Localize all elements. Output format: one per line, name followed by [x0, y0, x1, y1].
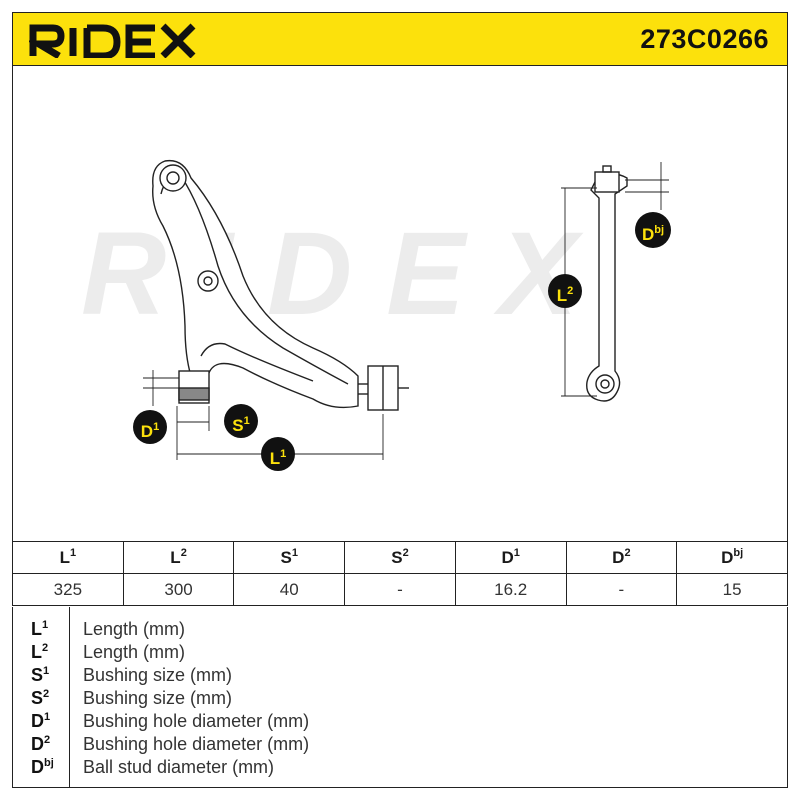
header-l1: L1 [12, 541, 124, 574]
legend-description: Bushing hole diameter (mm) [83, 734, 310, 754]
callout-d1: D1 [133, 410, 167, 444]
legend-description: Ball stud diameter (mm) [83, 757, 275, 777]
callout-s1: S1 [224, 404, 258, 438]
legend-description: Length (mm) [83, 642, 186, 662]
legend-description: Bushing size (mm) [83, 688, 233, 708]
value-l2: 300 [122, 573, 235, 606]
table-row: 325 300 40 - 16.2 - 15 [12, 573, 788, 606]
value-d2: - [565, 573, 678, 606]
header-s2: S2 [344, 541, 456, 574]
callout-dbj: Dbj [635, 212, 671, 248]
legend-item: D2 Bushing hole diameter (mm) [13, 734, 787, 757]
part-number: 273C0266 [640, 24, 769, 54]
legend-description: Length (mm) [83, 619, 186, 639]
legend-item: Dbj Ball stud diameter (mm) [13, 757, 787, 780]
technical-drawing: RIDEX [12, 66, 788, 542]
table-header-row: L1 L2 S1 S2 D1 D2 Dbj [12, 541, 788, 574]
ridex-logo [26, 22, 199, 63]
legend-code: L1 [31, 619, 49, 639]
legend-item: S1 Bushing size (mm) [13, 665, 787, 688]
legend-item: S2 Bushing size (mm) [13, 688, 787, 711]
value-d1: 16.2 [454, 573, 567, 606]
legend-item: D1 Bushing hole diameter (mm) [13, 711, 787, 734]
legend-description: Bushing hole diameter (mm) [83, 711, 310, 731]
value-dbj: 15 [676, 573, 788, 606]
legend-divider [69, 607, 70, 787]
legend-item: L2 Length (mm) [13, 642, 787, 665]
legend-item: L1 Length (mm) [13, 619, 787, 642]
legend-code: Dbj [31, 757, 54, 777]
header-d1: D1 [454, 541, 567, 574]
value-s1: 40 [233, 573, 346, 606]
brand-watermark: RIDEX [81, 208, 612, 340]
legend-code: S2 [31, 688, 50, 708]
control-arm-drawing [143, 159, 669, 460]
legend: L1 Length (mm) L2 Length (mm) S1 Bushing… [12, 607, 788, 788]
callout-l1: L1 [261, 437, 295, 471]
header-s1: S1 [233, 541, 346, 574]
value-s2: - [344, 573, 456, 606]
specification-table: L1 L2 S1 S2 D1 D2 Dbj 325 300 40 - 16.2 … [12, 541, 788, 606]
legend-code: D1 [31, 711, 51, 731]
callout-l2: L2 [548, 274, 582, 308]
header-d2: D2 [565, 541, 678, 574]
legend-code: L2 [31, 642, 49, 662]
header-l2: L2 [122, 541, 235, 574]
value-l1: 325 [12, 573, 124, 606]
legend-code: D2 [31, 734, 51, 754]
legend-code: S1 [31, 665, 50, 685]
header-bar: 273C0266 [12, 12, 788, 66]
legend-description: Bushing size (mm) [83, 665, 233, 685]
header-dbj: Dbj [676, 541, 788, 574]
